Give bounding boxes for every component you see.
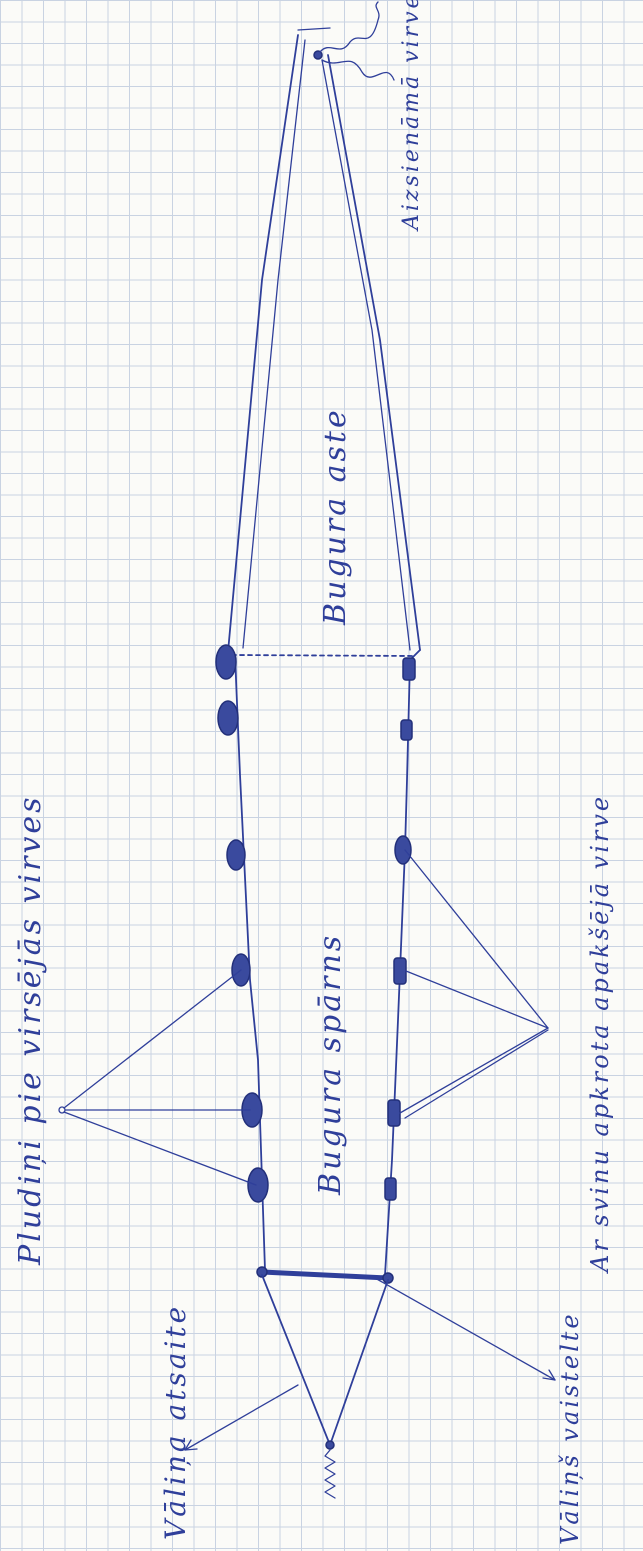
sinker-4: [394, 958, 406, 984]
sinker-3: [395, 836, 411, 864]
floats-pointer-3: [64, 1112, 256, 1185]
sinker-pointer-2: [406, 971, 548, 1028]
sinker-5: [388, 1100, 400, 1126]
mouth-bar: [262, 1272, 388, 1278]
tail-knot: [314, 51, 322, 59]
sinker-2: [401, 720, 412, 740]
wing-tail-seam: [232, 655, 415, 656]
bridle-left: [262, 1275, 330, 1445]
trawl-door-pointer: [375, 1278, 555, 1380]
top-float-2: [218, 701, 238, 735]
top-floats-label: Pludiņi pie virsējās virves: [13, 794, 48, 1266]
floats-pointer-1: [64, 970, 241, 1108]
towing-point: [326, 1441, 334, 1449]
towing-rope-label: Vāliņa atsaite: [159, 1304, 192, 1540]
top-float-6: [248, 1168, 268, 1202]
tail-rope-label: Aizsienāmā virve: [399, 0, 424, 232]
trawl-door-label: Vāliņš vaistelte: [556, 1311, 584, 1545]
sinker-pointer-1: [405, 850, 548, 1028]
sinker-pointer-3: [400, 1028, 548, 1113]
bottom-rope-label: Ar svinu apkrota apakšējā virve: [586, 794, 614, 1274]
tail-left-edge: [228, 35, 298, 652]
bag-wing-label: Bugura spārns: [313, 933, 348, 1196]
towing-rope-pointer: [185, 1385, 298, 1450]
tail-tie-rope: [320, 2, 379, 52]
bridle-right: [330, 1280, 388, 1445]
sinker-pointer-3b: [405, 1030, 548, 1118]
towing-wave: [325, 1450, 335, 1498]
top-float-1: [216, 645, 236, 679]
sinker-6: [385, 1178, 396, 1200]
bag-tail-label: Bugura aste: [318, 407, 353, 626]
tail-top-edge: [298, 28, 330, 30]
sinker-1: [403, 658, 415, 680]
top-float-3: [227, 840, 245, 870]
tail-inner-line: [243, 40, 305, 648]
